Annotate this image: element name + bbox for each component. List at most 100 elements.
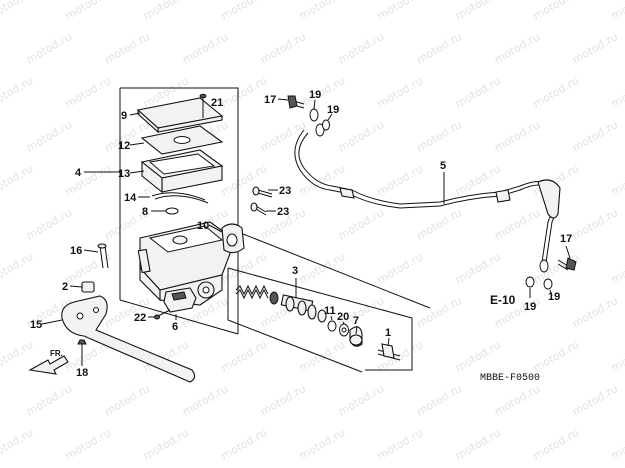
watermark-text: motod.ru — [219, 338, 269, 374]
watermark-text: motod.ru — [570, 206, 620, 242]
watermark-text: motod.ru — [570, 294, 620, 330]
watermark-text: motod.ru — [453, 426, 503, 462]
watermark-text: motod.ru — [0, 74, 35, 110]
watermark-text: motod.ru — [375, 426, 425, 462]
watermark-text: motod.ru — [336, 118, 386, 154]
watermark-text: motod.ru — [102, 382, 152, 418]
bolt-23-lower — [250, 202, 267, 216]
watermark-text: motod.ru — [414, 294, 464, 330]
callout-2: 2 — [62, 281, 68, 293]
watermark-text: motod.ru — [24, 382, 74, 418]
callout-13: 13 — [118, 168, 130, 180]
clutch-lever — [61, 295, 196, 383]
watermark-text: motod.ru — [0, 426, 35, 462]
callout-8: 8 — [142, 206, 148, 218]
watermark-text: motod.ru — [219, 0, 269, 23]
float-spring — [151, 192, 209, 204]
watermark-text: motod.ru — [258, 118, 308, 154]
banjo-bolt-bottom — [557, 257, 577, 271]
push-rod-1 — [377, 343, 401, 361]
watermark-text: motod.ru — [375, 74, 425, 110]
watermark-text: motod.ru — [531, 426, 581, 462]
watermark-text: motod.ru — [609, 338, 625, 374]
watermark-text: motod.ru — [570, 118, 620, 154]
callout-23-lower: 23 — [277, 206, 289, 218]
watermark-text: motod.ru — [492, 118, 542, 154]
watermark-text: motod.ru — [102, 30, 152, 66]
callout-6: 6 — [172, 321, 178, 333]
watermark-text: motod.ru — [570, 382, 620, 418]
clip-8 — [160, 207, 179, 215]
callout-14: 14 — [124, 192, 137, 204]
callout-11: 11 — [324, 305, 336, 317]
watermark-text: motod.ru — [336, 206, 386, 242]
callout-1: 1 — [385, 327, 391, 339]
watermark-text: motod.ru — [453, 74, 503, 110]
watermark-text: motod.ru — [0, 250, 35, 286]
watermark-text: motod.ru — [24, 30, 74, 66]
front-label: FR. — [50, 349, 63, 358]
watermark-text: motod.ru — [375, 162, 425, 198]
watermark-text: motod.ru — [63, 426, 113, 462]
clutch-hose — [294, 129, 561, 290]
watermark-text: motod.ru — [414, 30, 464, 66]
leader-lines — [41, 98, 571, 366]
callout-19-bottom-b: 19 — [548, 291, 560, 303]
callout-17-bottom: 17 — [560, 233, 572, 245]
watermark-text: motod.ru — [63, 0, 113, 23]
watermark-text: motod.ru — [492, 30, 542, 66]
callout-15: 15 — [30, 319, 42, 331]
watermark-text: motod.ru — [180, 30, 230, 66]
watermark-text: motod.ru — [336, 30, 386, 66]
pivot-bolt-16 — [97, 243, 109, 269]
callout-12: 12 — [118, 140, 130, 152]
clutch-switch — [163, 287, 197, 313]
bolt-23-upper — [252, 186, 273, 198]
watermark-text: motod.ru — [0, 0, 35, 23]
boot-10 — [221, 223, 245, 254]
watermark-text: motod.ru — [258, 382, 308, 418]
callout-10: 10 — [197, 220, 209, 232]
callout-labels: 21 9 12 13 4 14 8 10 16 2 15 18 22 6 3 1… — [30, 89, 572, 379]
watermark-text: motod.ru — [531, 0, 581, 23]
watermark-text: motod.ru — [570, 30, 620, 66]
watermark-text: motod.ru — [297, 162, 347, 198]
watermark-text: motod.ru — [0, 162, 35, 198]
watermark-text: motod.ru — [609, 162, 625, 198]
watermark-text: motod.ru — [531, 74, 581, 110]
screw-21 — [199, 93, 207, 118]
screw-22 — [154, 309, 171, 320]
watermark-text: motod.ru — [609, 426, 625, 462]
watermark-text: motod.ru — [297, 426, 347, 462]
reservoir-cap — [136, 97, 224, 134]
watermark-text: motod.ru — [219, 74, 269, 110]
screw-18 — [77, 339, 87, 358]
watermark-text: motod.ru — [414, 382, 464, 418]
callout-17-top: 17 — [264, 94, 276, 106]
watermark-text: motod.ru — [414, 206, 464, 242]
callout-19-top-b: 19 — [327, 104, 339, 116]
callout-20: 20 — [337, 311, 349, 323]
cap-plate — [140, 125, 224, 155]
watermark-text: motod.ru — [453, 0, 503, 23]
watermark-text: motod.ru — [219, 426, 269, 462]
watermark-text: motod.ru — [180, 382, 230, 418]
callout-19-top-a: 19 — [309, 89, 321, 101]
callout-23-upper: 23 — [279, 185, 291, 197]
callout-21: 21 — [211, 97, 223, 109]
watermark-text: motod.ru — [453, 338, 503, 374]
watermark-text: motod.ru — [297, 0, 347, 23]
watermark-text: motod.ru — [141, 0, 191, 23]
watermark-text: motod.ru — [453, 250, 503, 286]
callout-5: 5 — [440, 160, 446, 172]
watermark-text: motod.ru — [141, 426, 191, 462]
watermark-text: motod.ru — [414, 118, 464, 154]
callout-16: 16 — [70, 245, 82, 257]
watermark-text: motod.ru — [63, 162, 113, 198]
watermark-text: motod.ru — [531, 338, 581, 374]
watermark-text: motod.ru — [492, 382, 542, 418]
watermark-text: motod.ru — [492, 206, 542, 242]
front-direction-arrow — [28, 355, 69, 375]
